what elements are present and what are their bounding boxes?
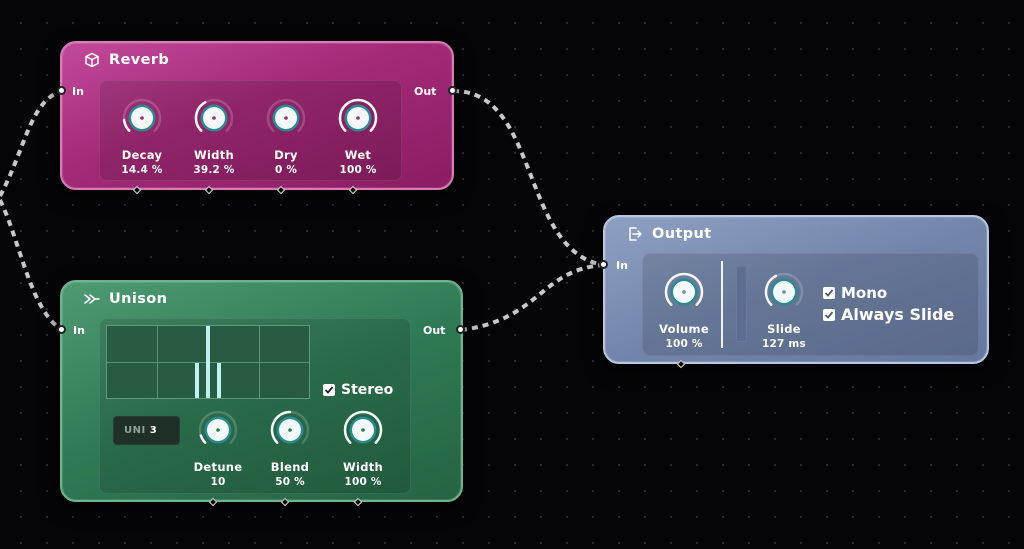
wire-unison-out-to-output-in — [460, 263, 604, 332]
knob-value: 50 % — [275, 476, 305, 488]
knob-dial[interactable] — [196, 408, 240, 452]
converge-arrows-icon — [84, 294, 100, 304]
always-slide-check-icon — [823, 308, 835, 321]
knob-value: 127 ms — [762, 338, 806, 350]
reverb-in-port[interactable] — [57, 86, 66, 95]
reverb-node[interactable]: Reverb — [60, 41, 454, 190]
output-in-port[interactable] — [599, 260, 608, 269]
reverb-out-port[interactable] — [448, 86, 457, 95]
exit-icon — [629, 227, 642, 241]
knob-dial[interactable] — [762, 270, 806, 314]
knob-label: Dry — [274, 148, 298, 162]
knob-label: Width — [193, 148, 235, 162]
knob-value: 100 % — [665, 338, 703, 350]
stereo-check-icon — [323, 384, 335, 396]
reverb-controls-panel — [99, 80, 402, 181]
knob-label: Slide — [767, 322, 801, 336]
voice-bar — [206, 326, 210, 398]
output-divider — [721, 261, 723, 348]
knob-label: Volume — [659, 322, 709, 336]
voice-bar — [195, 363, 199, 398]
knob-label: Width — [342, 460, 384, 474]
knob-label: Detune — [193, 460, 243, 474]
unison-voice-graph — [106, 325, 310, 399]
uni-label: UNI — [124, 425, 146, 436]
output-in-label: In — [616, 259, 628, 272]
reverb-in-label: In — [72, 85, 84, 98]
knob-value: 100 % — [339, 164, 377, 176]
unison-voices-field[interactable]: UNI 3 — [113, 416, 180, 445]
mono-checkbox[interactable]: Mono — [823, 284, 887, 302]
unison-in-label: In — [73, 324, 85, 337]
knob-value: 39.2 % — [193, 164, 235, 176]
knob-dial[interactable] — [264, 96, 308, 140]
unison-knob-width[interactable]: Width 100 % — [323, 408, 403, 488]
knob-dial[interactable] — [336, 96, 380, 140]
uni-value: 3 — [149, 425, 157, 436]
output-title-text: Output — [652, 226, 712, 242]
output-knob-volume[interactable]: Volume 100 % — [644, 270, 724, 350]
mono-check-icon — [823, 287, 835, 299]
knob-dial[interactable] — [120, 96, 164, 140]
unison-knob-detune[interactable]: Detune 10 — [178, 408, 258, 488]
reverb-out-label: Out — [414, 85, 437, 98]
wire-reverb-out-to-output-in — [452, 88, 604, 267]
wire-left-to-unison-in — [0, 199, 64, 332]
unison-out-label: Out — [423, 324, 446, 337]
reverb-node-title[interactable]: Reverb — [84, 52, 169, 68]
reverb-knob-wet[interactable]: Wet 100 % — [318, 96, 398, 176]
knob-value: 0 % — [274, 164, 298, 176]
unison-knob-blend[interactable]: Blend 50 % — [250, 408, 330, 488]
always-slide-checkbox[interactable]: Always Slide — [823, 305, 954, 324]
reverb-title-text: Reverb — [109, 52, 170, 68]
knob-label: Decay — [121, 148, 163, 162]
knob-value: 14.4 % — [121, 164, 163, 176]
reverb-knob-dry[interactable]: Dry 0 % — [246, 96, 326, 176]
knob-value: 10 — [210, 476, 226, 488]
output-node-title[interactable]: Output — [627, 226, 712, 242]
knob-value: 100 % — [344, 476, 382, 488]
knob-dial[interactable] — [662, 270, 706, 314]
unison-in-port[interactable] — [57, 325, 66, 334]
reverb-knob-width[interactable]: Width 39.2 % — [174, 96, 254, 176]
voice-bar — [217, 363, 221, 398]
cube-icon — [85, 52, 99, 68]
always-slide-label: Always Slide — [841, 305, 955, 324]
output-knob-slide[interactable]: Slide 127 ms — [744, 270, 824, 350]
knob-label: Blend — [270, 460, 310, 474]
slide-meter — [736, 266, 747, 342]
knob-dial[interactable] — [341, 408, 385, 452]
knob-label: Wet — [344, 148, 372, 162]
unison-node-title[interactable]: Unison — [84, 291, 167, 307]
knob-dial[interactable] — [192, 96, 236, 140]
unison-out-port[interactable] — [456, 325, 465, 334]
wire-left-to-reverb-in — [0, 89, 63, 197]
knob-dial[interactable] — [268, 408, 312, 452]
mono-label: Mono — [841, 284, 888, 302]
reverb-knob-decay[interactable]: Decay 14.4 % — [102, 96, 182, 176]
unison-title-text: Unison — [109, 291, 168, 307]
stereo-label: Stereo — [341, 382, 394, 398]
stereo-checkbox[interactable]: Stereo — [323, 382, 393, 398]
